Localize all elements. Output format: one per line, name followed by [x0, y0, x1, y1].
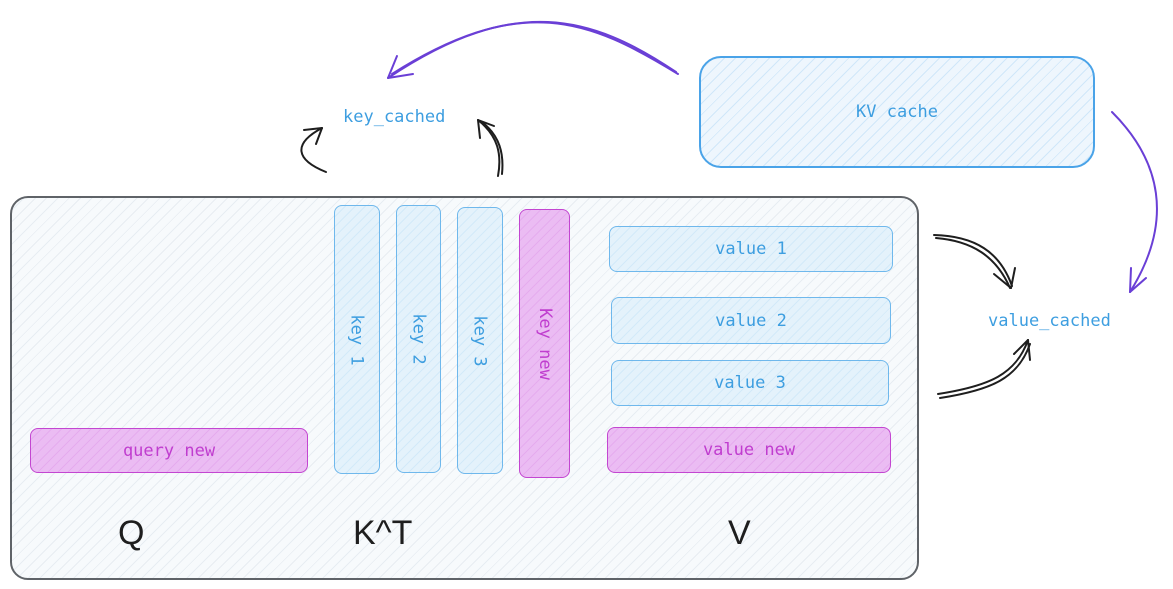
value-2-label: value 2	[715, 310, 787, 331]
value-3-to-value-cached-arrow	[937, 339, 1031, 399]
key-new-bar: Key new	[519, 209, 570, 478]
kt-axis-label: K^T	[353, 514, 413, 552]
key-3-label: key 3	[470, 314, 490, 367]
key-new-label: Key new	[534, 307, 555, 380]
cache-to-key-arrow	[387, 20, 679, 79]
key-3-bar: key 3	[457, 207, 503, 474]
key-1-label: key 1	[347, 313, 367, 366]
query-new-label: query new	[122, 440, 216, 461]
query-new-bar: query new	[30, 428, 308, 473]
value-3-label: value 3	[714, 373, 786, 393]
v-axis-label: V	[728, 514, 751, 552]
value-new-label: value new	[702, 440, 796, 460]
value-cached-label: value_cached	[988, 311, 1111, 331]
key-2-label: key 2	[408, 313, 429, 365]
key-1-bar: key 1	[334, 205, 380, 474]
q-to-key-cached-arrow	[300, 127, 327, 173]
keys-to-key-cached-arrow	[477, 119, 504, 177]
value-3-bar: value 3	[611, 360, 889, 406]
kv-cache-box: KV cache	[699, 56, 1095, 168]
value-1-to-value-cached-arrow	[933, 234, 1016, 289]
value-2-bar: value 2	[611, 297, 891, 344]
kv-cache-label: KV cache	[856, 102, 938, 122]
value-new-bar: value new	[607, 427, 891, 473]
value-1-bar: value 1	[609, 226, 893, 272]
key-cached-label: key_cached	[343, 107, 446, 127]
cache-to-value-arrow	[1111, 111, 1158, 293]
q-axis-label: Q	[118, 514, 145, 552]
key-2-bar: key 2	[396, 205, 441, 473]
value-1-label: value 1	[715, 239, 787, 259]
